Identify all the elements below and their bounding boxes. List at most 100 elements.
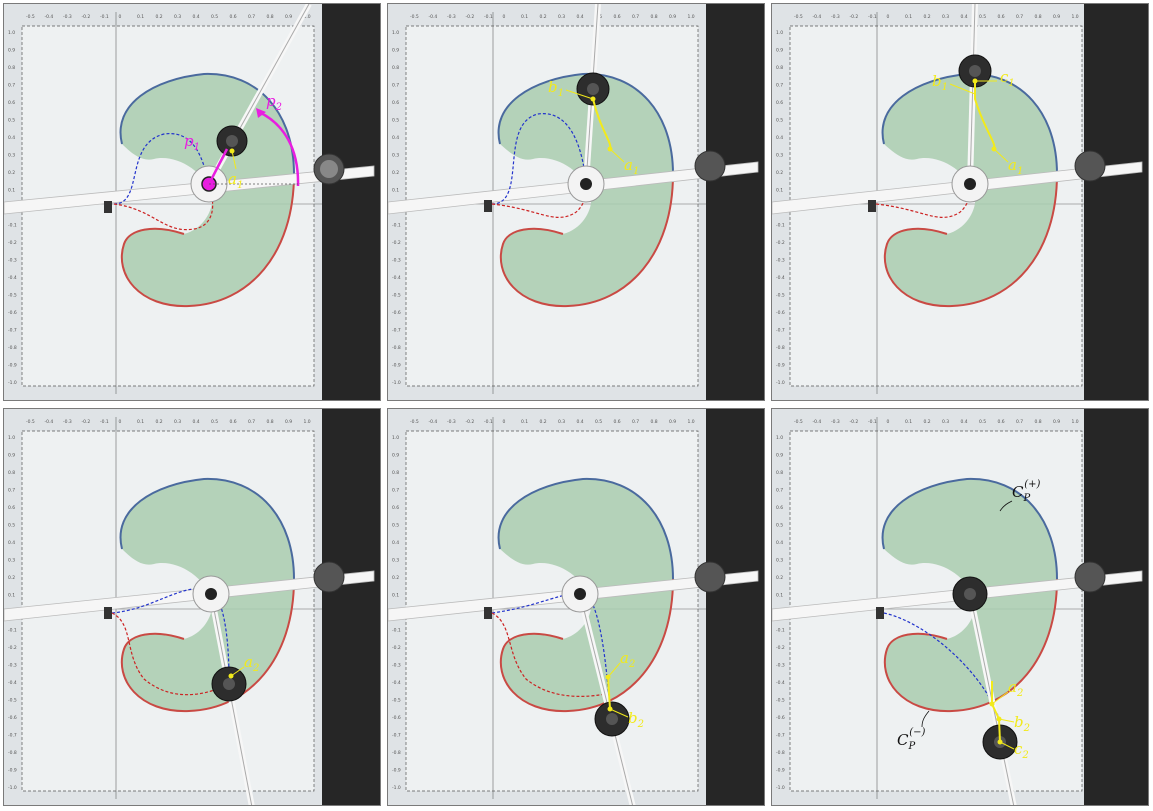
y-tick-label: -0.1: [776, 628, 785, 634]
y-tick-label: -0.9: [392, 768, 401, 774]
green-region: [882, 73, 1057, 307]
y-tick-label: 0.7: [776, 83, 783, 89]
linear-rail: [4, 165, 375, 215]
y-tick-label: -0.5: [392, 293, 401, 299]
y-tick-label: 0.9: [8, 48, 15, 54]
p1-arrow: [207, 148, 229, 185]
x-tick-label: -0.1: [484, 14, 493, 20]
y-tick-label: 0.4: [8, 540, 15, 546]
upper-boundary: [119, 72, 295, 175]
x-tick-label: 0.3: [558, 419, 565, 425]
y-tick-label: -0.8: [776, 750, 785, 756]
lower-boundary: [120, 173, 295, 308]
x-tick-label: -0.1: [868, 419, 877, 425]
x-tick-label: 0.7: [1016, 14, 1023, 20]
spur-gear-icon: [313, 561, 345, 593]
y-tick-label: 0.4: [776, 540, 783, 546]
y-tick-label: -0.7: [776, 733, 785, 739]
y-tick-label: -0.6: [392, 310, 401, 316]
y-tick-label: 0.8: [8, 470, 15, 476]
x-tick-label: 0: [887, 14, 890, 20]
y-tick-label: -1.0: [776, 785, 785, 791]
x-tick-label: 0.5: [979, 419, 986, 425]
y-tick-labels: 1.00.90.80.70.60.50.40.30.20.10-0.1-0.2-…: [392, 435, 401, 791]
y-tick-label: 1.0: [776, 435, 783, 441]
x-tick-label: 0.7: [632, 419, 639, 425]
y-tick-label: 0.4: [392, 540, 399, 546]
label-a2: a2: [1008, 678, 1023, 699]
x-tick-label: 0.1: [137, 419, 144, 425]
x-tick-label: -0.1: [484, 419, 493, 425]
y-tick-label: 0.2: [776, 170, 783, 176]
y-tick-label: -0.3: [776, 258, 785, 264]
x-tick-label: 0.8: [651, 14, 658, 20]
x-tick-label: 0.5: [595, 419, 602, 425]
label-a1: a1: [1008, 156, 1023, 177]
y-tick-label: -0.4: [8, 275, 17, 281]
x-tick-label: 0.2: [924, 419, 931, 425]
y-tick-label: 0.6: [392, 505, 399, 511]
y-tick-label: -0.4: [8, 680, 17, 686]
x-tick-label: 0.2: [156, 419, 163, 425]
y-tick-label: 0.7: [8, 83, 15, 89]
y-tick-label: -0.2: [776, 645, 785, 651]
y-tick-label: 0.2: [776, 575, 783, 581]
x-tick-label: 0.9: [669, 14, 676, 20]
x-tick-label: 0.9: [285, 14, 292, 20]
label-b1: b1: [548, 78, 564, 99]
x-tick-label: 0.1: [905, 14, 912, 20]
label-p2: p2: [266, 92, 282, 113]
y-tick-labels: 1.00.90.80.70.60.50.40.30.20.10-0.1-0.2-…: [776, 30, 785, 386]
x-tick-label: 0.6: [998, 419, 1005, 425]
green-region: [120, 478, 294, 712]
y-tick-label: -0.6: [776, 310, 785, 316]
y-tick-label: 0.2: [392, 170, 399, 176]
label-a1: a1: [624, 156, 639, 177]
x-tick-label: 0.4: [577, 14, 584, 20]
y-tick-label: 1.0: [776, 30, 783, 36]
panel-top-middle: -0.5-0.4-0.3-0.2-0.100.10.20.30.40.50.60…: [387, 3, 765, 401]
y-tick-label: -0.8: [776, 345, 785, 351]
x-tick-label: 0.3: [174, 14, 181, 20]
x-tick-label: 0.2: [540, 419, 547, 425]
y-tick-label: 0.6: [776, 100, 783, 106]
y-tick-label: 0.8: [776, 65, 783, 71]
x-tick-label: 0.6: [614, 419, 621, 425]
x-tick-label: -0.2: [82, 14, 91, 20]
y-tick-label: 0.1: [8, 188, 15, 194]
x-tick-label: -0.5: [410, 419, 419, 425]
y-tick-label: 0.1: [392, 188, 399, 194]
y-tick-label: 1.0: [392, 30, 399, 36]
x-tick-label: 0.9: [1053, 419, 1060, 425]
green-region: [498, 478, 673, 712]
label-p1: p1: [184, 132, 200, 153]
y-tick-label: -0.4: [776, 680, 785, 686]
y-tick-label: 0.5: [8, 523, 15, 529]
y-tick-label: 0.6: [8, 505, 15, 511]
y-tick-label: -0.3: [776, 663, 785, 669]
dark-wall: [706, 4, 764, 400]
x-tick-label: -0.1: [100, 419, 109, 425]
y-tick-label: 0.9: [392, 453, 399, 459]
spur-gear-icon: [1074, 561, 1106, 593]
y-tick-label: -0.2: [776, 240, 785, 246]
x-tick-label: 0.7: [1016, 419, 1023, 425]
y-tick-label: 0.1: [392, 593, 399, 599]
x-tick-label: 0.1: [905, 419, 912, 425]
y-tick-label: 0.2: [8, 170, 15, 176]
y-tick-label: -1.0: [8, 380, 17, 386]
x-tick-label: 0.6: [230, 419, 237, 425]
y-tick-label: -0.6: [392, 715, 401, 721]
y-tick-label: 0.5: [776, 523, 783, 529]
y-tick-label: -0.3: [8, 663, 17, 669]
x-tick-label: 1.0: [1072, 419, 1079, 425]
y-tick-label: -0.3: [392, 258, 401, 264]
y-tick-label: -0.9: [776, 363, 785, 369]
x-tick-label: 0.8: [267, 419, 274, 425]
y-tick-label: 0.5: [8, 118, 15, 124]
blue-dashed-path: [113, 133, 210, 205]
y-tick-label: -0.4: [392, 275, 401, 281]
